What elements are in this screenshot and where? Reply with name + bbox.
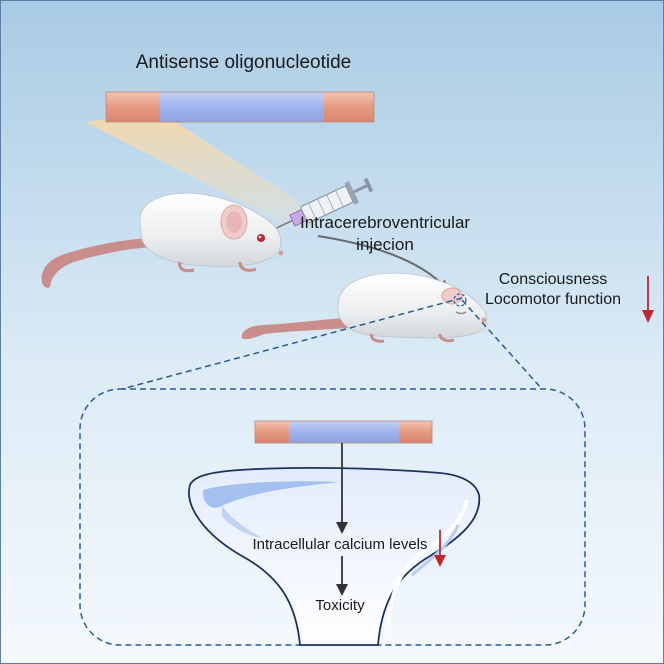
mouse-icon: [41, 192, 284, 288]
injection-arrow: [317, 235, 449, 291]
toxicity-label: Toxicity: [315, 597, 365, 614]
cell-neuron-icon: [188, 466, 481, 646]
injection-label-line1: Intracerebroventricular: [300, 213, 471, 232]
aso-strand-bottom: [254, 420, 433, 444]
calcium-levels-label: Intracellular calcium levels: [252, 536, 428, 553]
zoom-box: [79, 388, 586, 646]
injection-label-line2: injecion: [356, 235, 414, 254]
effect-consciousness-label: Consciousness: [498, 271, 608, 288]
down-arrow-icon: [642, 276, 654, 323]
effect-locomotor-label: Locomotor function: [484, 291, 622, 308]
light-cone: [85, 112, 318, 232]
syringe-icon: [255, 177, 374, 239]
calcium-down-arrow-icon: [434, 530, 446, 567]
zoom-line-left: [121, 297, 463, 390]
aso-strand-top: [105, 91, 375, 123]
arrow-aso-to-calcium: [336, 443, 348, 534]
arrow-calcium-to-toxicity: [336, 556, 348, 596]
diagram-title: Antisense oligonucleotide: [135, 52, 352, 73]
